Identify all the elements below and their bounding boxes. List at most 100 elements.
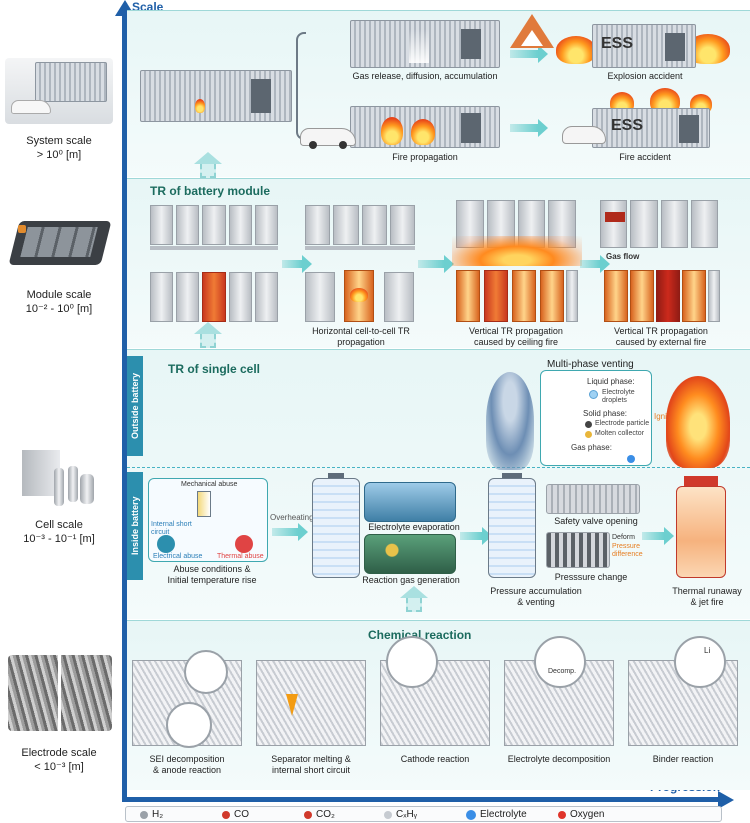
battery-cell (361, 205, 387, 245)
cell-stage-1 (312, 478, 360, 578)
small-fire-icon (195, 99, 205, 113)
progression-axis-arrow-icon (718, 791, 734, 809)
overheating-label: Overheating (270, 513, 314, 522)
reaction-zoom-1 (184, 650, 228, 694)
battery-cell (630, 200, 658, 248)
module-2-top-row (305, 205, 415, 245)
electrode-caption-3: Cathode reaction (400, 754, 470, 764)
battery-cell (176, 272, 200, 322)
electrode-caption-2: Separator melting & internal short circu… (271, 754, 351, 775)
oxygen-icon (558, 810, 566, 819)
system-thumbnail (5, 58, 113, 124)
safety-valve-inset (546, 484, 640, 514)
legend-item-co2: CO₂ (304, 809, 335, 820)
car-icon (562, 126, 606, 144)
arrow-to-explosion (510, 45, 548, 63)
short-circuit-spark-icon (286, 694, 298, 716)
outside-battery-tab: Outside battery (127, 356, 143, 456)
cell-stage-3 (676, 486, 726, 578)
explosion-caption: Explosion accident (607, 71, 683, 81)
battery-cell (600, 200, 628, 248)
h2-icon (140, 810, 148, 819)
pressure-caption: Pressure accumulation & venting (490, 586, 582, 607)
chemical-reaction-title: Chemical reaction (368, 628, 472, 642)
scale-up-arrow-icon (194, 152, 222, 178)
gas-generation-caption: Reaction gas generation (362, 575, 460, 585)
electrolyte-zoom: Decomp. (534, 636, 586, 688)
fire-propagation-caption: Fire propagation (392, 152, 458, 162)
thermal-abuse-icon (235, 535, 253, 553)
module-1-top-row (150, 205, 278, 245)
cathode-zoom (386, 636, 438, 688)
module-title: TR of battery module (150, 184, 271, 198)
abuse-conditions-panel: Mechanical abuse Internal short circuit … (148, 478, 268, 562)
electrode-caption-1: SEI decomposition & anode reaction (149, 754, 225, 775)
electrical-abuse-icon (157, 535, 175, 553)
car-icon (300, 128, 356, 149)
ess-container (140, 70, 292, 122)
mechanical-abuse-icon (197, 491, 211, 517)
inside-battery-tab: Inside battery (127, 472, 143, 580)
car-icon (11, 100, 51, 114)
battery-cell (150, 205, 174, 245)
battery-cell (333, 205, 359, 245)
electrode-panel-2 (256, 660, 366, 746)
explosion-ess: ESS (592, 24, 696, 68)
battery-cell (228, 205, 252, 245)
ceiling-fire (452, 236, 582, 266)
module-arrow-1 (282, 255, 312, 273)
module-arrow-3 (580, 255, 610, 273)
battery-cell (202, 205, 226, 245)
cell-arrow-3 (642, 527, 674, 545)
battery-cell (254, 272, 278, 322)
battery-cell (202, 272, 226, 322)
pressure-change-caption: Presssure change (554, 572, 628, 582)
binder-zoom: Li (674, 636, 726, 688)
electrode-thumbnail (8, 655, 112, 731)
module-4-top-row (600, 200, 718, 248)
battery-cell (389, 205, 415, 245)
co-icon (222, 810, 230, 819)
arrow-to-fire-accident (510, 119, 548, 137)
cell-title: TR of single cell (168, 362, 261, 376)
electrode-caption-5: Binder reaction (652, 754, 714, 764)
battery-cell (305, 205, 331, 245)
legend-item-h2: H₂ (140, 809, 163, 820)
cell-arrow-2 (460, 527, 492, 545)
battery-cell (690, 200, 718, 248)
legend-item-co: CO (222, 809, 249, 820)
battery-cell (660, 200, 688, 248)
battery-cell (254, 205, 278, 245)
fire-container (350, 106, 500, 148)
smoke-plume (486, 372, 534, 470)
ceiling-fire-caption: Vertical TR propagation caused by ceilin… (469, 326, 563, 347)
system-scale-label: System scale> 10⁰ [m] (26, 135, 92, 161)
battery-cell (150, 272, 174, 322)
legend: H₂ CO CO₂ CₓHᵧ Electrolyte Oxygen (125, 806, 722, 822)
scale-up-arrow-icon (400, 586, 428, 612)
battery-boundary (127, 467, 750, 468)
valve-caption: Safety valve opening (554, 516, 638, 526)
reaction-zoom-2 (166, 702, 212, 748)
abuse-caption: Abuse conditions & Initial temperature r… (167, 564, 257, 585)
battery-cell (228, 272, 252, 322)
electrode-scale-label: Electrode scale< 10⁻³ [m] (21, 747, 97, 773)
pressure-change-inset (546, 532, 610, 568)
legend-item-oxygen: Oxygen (558, 809, 604, 820)
fire-accident-ess: ESS (592, 108, 710, 148)
gas-flow-label: Gas flow (606, 252, 640, 261)
ess-label: ESS (601, 35, 634, 52)
fire-accident-caption: Fire accident (619, 152, 671, 162)
cell-stage-2 (488, 478, 536, 578)
module-thumbnail (8, 205, 112, 275)
gas-container (350, 20, 500, 68)
electrolyte-icon (466, 809, 476, 820)
branch-brace (296, 32, 306, 140)
heated-cell (344, 270, 374, 322)
electrode-caption-4: Electrolyte decomposition (507, 754, 611, 764)
gas-release-caption: Gas release, diffusion, accumulation (352, 71, 498, 81)
evaporation-inset (364, 482, 456, 522)
module-1-bottom-row (150, 272, 278, 322)
